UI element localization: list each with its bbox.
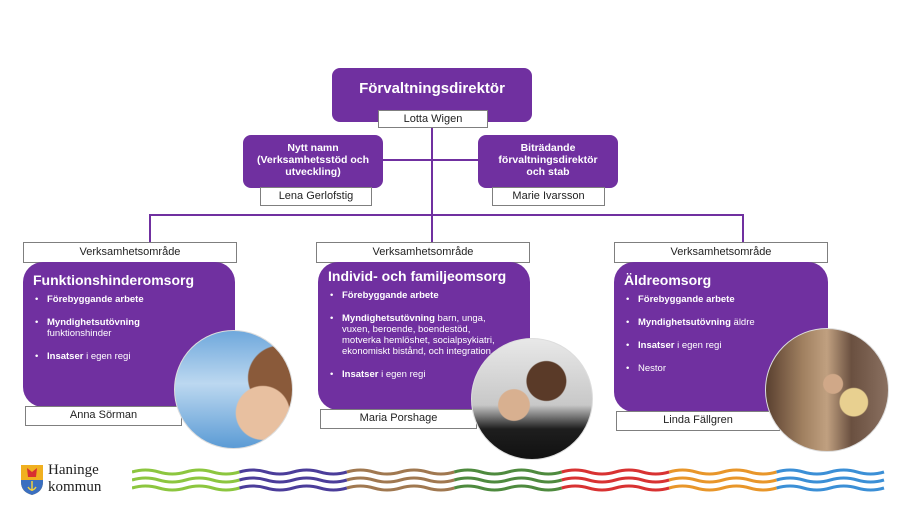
wave-stripe xyxy=(132,476,240,484)
right-unit-box: Biträdande förvaltningsdirektör och stab xyxy=(478,135,618,188)
wave-stripe xyxy=(132,468,240,476)
area-manager-name: Linda Fällgren xyxy=(616,411,780,431)
area-item: Insatser i egen regi xyxy=(626,340,818,351)
area-label: Verksamhetsområde xyxy=(316,242,530,263)
connector xyxy=(742,214,744,242)
wave-stripe xyxy=(453,468,563,476)
wave-stripe xyxy=(346,476,455,484)
director-name: Lotta Wigen xyxy=(378,110,488,128)
wave-stripe xyxy=(668,484,777,492)
left-unit-box: Nytt namn (Verksamhetsstöd och utvecklin… xyxy=(243,135,383,188)
wave-stripe xyxy=(453,476,563,484)
director-title: Förvaltningsdirektör xyxy=(359,79,505,97)
right-unit-name: Marie Ivarsson xyxy=(492,187,605,206)
logo-text-line1: Haninge xyxy=(48,462,99,478)
wave-stripe xyxy=(132,484,240,492)
area-manager-name: Maria Porshage xyxy=(320,409,477,429)
wave-stripe xyxy=(776,468,885,476)
connector xyxy=(431,214,433,242)
wave-stripe xyxy=(239,484,348,492)
wave-stripe xyxy=(346,468,455,476)
area-label: Verksamhetsområde xyxy=(614,242,828,263)
coat-of-arms-icon xyxy=(21,465,43,495)
area-box-funktionshinderomsorg: Funktionshinderomsorg Förebyggande arbet… xyxy=(23,262,235,407)
wave-stripe xyxy=(239,476,348,484)
logo-text-line2: kommun xyxy=(48,479,102,495)
area-item: Nestor xyxy=(626,363,818,374)
area-item: Myndighetsutövning barn, unga, vuxen, be… xyxy=(330,313,512,357)
wave-stripe xyxy=(668,476,777,484)
wave-stripe xyxy=(561,484,670,492)
area-item: Myndighetsutövning äldre xyxy=(626,317,818,328)
haninge-logo: Haninge kommun xyxy=(20,462,120,498)
area-label: Verksamhetsområde xyxy=(23,242,237,263)
wave-stripe xyxy=(453,484,563,492)
area-item: Förebyggande arbete xyxy=(330,290,520,301)
area-title: Funktionshinderomsorg xyxy=(33,272,194,288)
area-item: Förebyggande arbete xyxy=(626,294,818,305)
connector xyxy=(383,159,478,161)
area-title: Individ- och familjeomsorg xyxy=(328,268,507,284)
wave-stripe xyxy=(561,468,670,476)
wave-stripe xyxy=(346,484,455,492)
connector xyxy=(431,127,433,217)
area-title: Äldreomsorg xyxy=(624,272,712,288)
wave-stripe xyxy=(776,484,885,492)
photo-child-dandelion xyxy=(174,330,293,449)
area-item: Insatser i egen regi xyxy=(330,369,520,380)
photo-man-with-baby xyxy=(471,338,593,460)
right-unit-title: Biträdande förvaltningsdirektör och stab xyxy=(498,141,598,178)
wave-stripe xyxy=(668,468,777,476)
connector xyxy=(149,214,151,242)
left-unit-name: Lena Gerlofstig xyxy=(260,187,372,206)
wave-stripe xyxy=(239,468,348,476)
left-unit-title: Nytt namn (Verksamhetsstöd och utvecklin… xyxy=(256,141,370,178)
decorative-waves xyxy=(132,468,885,492)
wave-stripe xyxy=(776,476,885,484)
area-manager-name: Anna Sörman xyxy=(25,406,182,426)
area-item: Insatser i egen regi xyxy=(35,351,225,362)
connector xyxy=(150,214,744,216)
wave-stripe xyxy=(561,476,670,484)
area-item: Förebyggande arbete xyxy=(35,294,225,305)
photo-elderly-couple xyxy=(765,328,889,452)
